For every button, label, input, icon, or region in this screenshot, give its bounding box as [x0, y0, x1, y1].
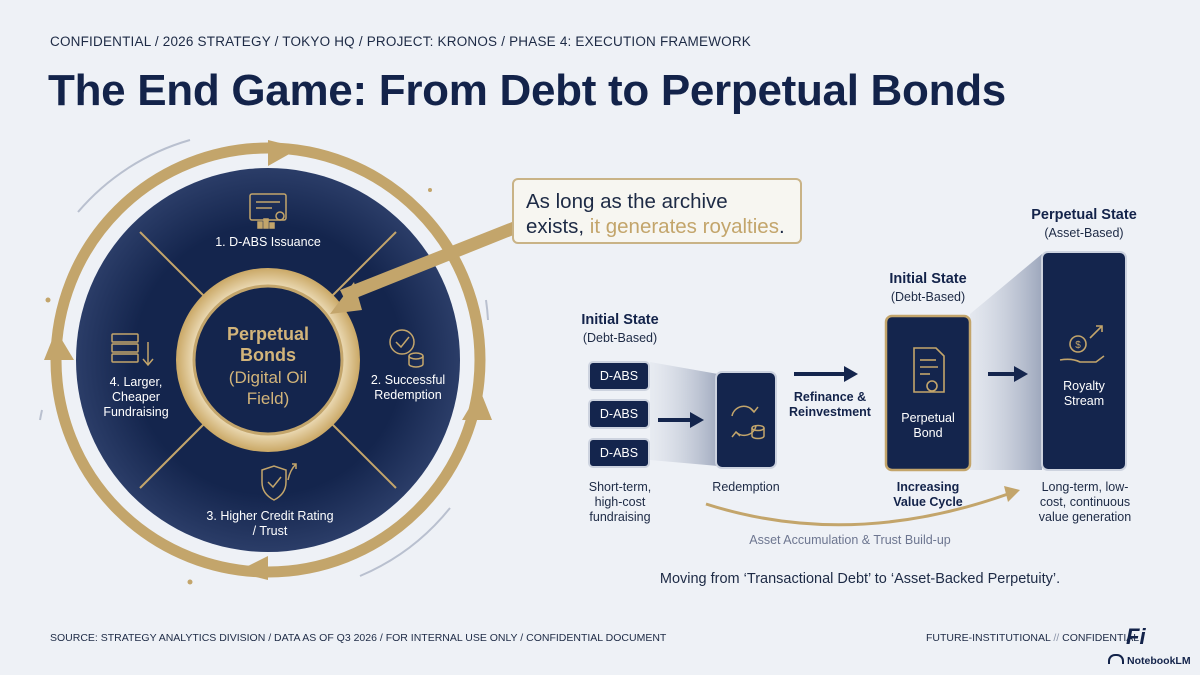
dabs-caption-3: fundraising [589, 510, 651, 524]
ring-arrow-top-icon [268, 140, 300, 166]
breadcrumb: CONFIDENTIAL / 2026 STRATEGY / TOKYO HQ … [50, 34, 751, 49]
step-3-label-1: 3. Higher Credit Rating [206, 509, 333, 523]
flow-arrow-1-icon [690, 412, 704, 428]
initial-state-1-title: Initial State [581, 312, 659, 328]
certificate-icon [249, 193, 287, 229]
initial-state-1-sub: (Debt-Based) [582, 331, 658, 345]
dabs-item-3: D-ABS [588, 438, 650, 468]
ring-arrow-left-icon [44, 330, 74, 360]
step-2-label-2: Redemption [374, 388, 441, 402]
center-sub-1: (Digital Oil [229, 368, 307, 387]
redemption-box [715, 371, 777, 469]
callout-highlight: it generates royalties [589, 215, 779, 238]
svg-text:$: $ [1075, 340, 1081, 351]
bond-label-2: Bond [913, 426, 942, 440]
cash-stack-icon [111, 333, 154, 367]
refinance-label-1: Refinance & [793, 390, 867, 404]
document-seal-icon [913, 347, 945, 393]
refinance-label: Refinance & Reinvestment [780, 390, 880, 420]
step-3-label-2: / Trust [253, 524, 288, 538]
ring-arrow-bottom-icon [236, 556, 268, 580]
dabs-item-1: D-ABS [588, 361, 650, 391]
royalty-caption-2: cost, continuous [1039, 495, 1131, 509]
royalty-stream-box [1041, 251, 1127, 471]
footer-separator: // [1050, 632, 1063, 644]
dabs-caption: Short-term, high-cost fundraising [560, 480, 680, 525]
perpetual-state-title: Perpetual State [1031, 207, 1137, 223]
perpetual-state-sub: (Asset-Based) [1044, 226, 1124, 240]
center-sub-2: Field) [247, 389, 290, 408]
callout-text-1: As long as the archive [526, 190, 728, 213]
summary-text: Moving from ‘Transactional Debt’ to ‘Ass… [659, 571, 1061, 587]
dabs-caption-1: Short-term, [588, 480, 652, 494]
notebooklm-icon [1108, 654, 1124, 664]
footer-org: FUTURE-INSTITUTIONAL [926, 632, 1051, 644]
flow-arrow-3-icon [1014, 366, 1028, 382]
page-title: The End Game: From Debt to Perpetual Bon… [48, 66, 1006, 115]
step-1-label: 1. D-ABS Issuance [215, 235, 321, 249]
accumulation-arrow-icon [1004, 486, 1020, 502]
brand-logo: Fi [1126, 624, 1146, 649]
ring-arrow-right-icon [462, 390, 492, 420]
footer-confidential: CONFIDENTIAL [1062, 632, 1140, 644]
footer-source: SOURCE: STRATEGY ANALYTICS DIVISION / DA… [50, 632, 667, 644]
step-4-label-1: 4. Larger, [110, 375, 163, 389]
bond-caption: Increasing Value Cycle [868, 480, 988, 510]
dabs-caption-2: high-cost [594, 495, 646, 509]
accumulation-curve [705, 492, 1009, 527]
footer-classification: FUTURE-INSTITUTIONAL // CONFIDENTIAL [926, 632, 1139, 644]
royalty-caption-1: Long-term, low- [1041, 480, 1129, 494]
shield-check-icon [261, 463, 297, 501]
step-4-label-2: Cheaper [112, 390, 160, 404]
callout-text-end: . [778, 215, 785, 238]
step-4-label-3: Fundraising [103, 405, 168, 419]
dabs-item-2: D-ABS [588, 399, 650, 429]
royalty-label-1: Royalty [1063, 379, 1105, 393]
flow-arrow-2-icon [844, 366, 858, 382]
bond-label-1: Perpetual [901, 411, 955, 425]
perpetual-bond-box [884, 314, 972, 472]
refinance-label-2: Reinvestment [789, 405, 871, 419]
step-2-label-1: 2. Successful [371, 373, 445, 387]
initial-state-2-title: Initial State [889, 271, 967, 287]
bond-caption-2: Value Cycle [893, 495, 963, 509]
bond-caption-1: Increasing [896, 480, 960, 494]
callout-arrowhead-icon [330, 282, 362, 314]
notebooklm-label: NotebookLM [1127, 655, 1191, 667]
hand-coin-growth-icon: $ [1059, 325, 1105, 363]
royalty-caption-3: value generation [1038, 510, 1132, 524]
cycle-diagram: Perpetual Bonds (Digital Oil Field) 1. D… [39, 139, 492, 585]
callout-pointer [330, 222, 516, 314]
redemption-caption: Redemption [712, 480, 780, 494]
check-coins-icon [389, 329, 424, 368]
accumulation-label: Asset Accumulation & Trust Build-up [749, 533, 951, 547]
flow-diagram: Perpetual Bond $ Royalty Stream [650, 251, 1127, 527]
royalty-label-2: Stream [1064, 394, 1104, 408]
refresh-coins-icon [731, 405, 765, 440]
center-title-2: Bonds [240, 345, 296, 365]
center-title-1: Perpetual [227, 324, 309, 344]
initial-state-2-sub: (Debt-Based) [890, 290, 966, 304]
callout-box: As long as the archive exists, it genera… [512, 178, 802, 244]
callout-text-2: exists, [526, 215, 590, 238]
notebooklm-badge: NotebookLM [1108, 654, 1191, 667]
royalty-caption: Long-term, low- cost, continuous value g… [1010, 480, 1160, 525]
